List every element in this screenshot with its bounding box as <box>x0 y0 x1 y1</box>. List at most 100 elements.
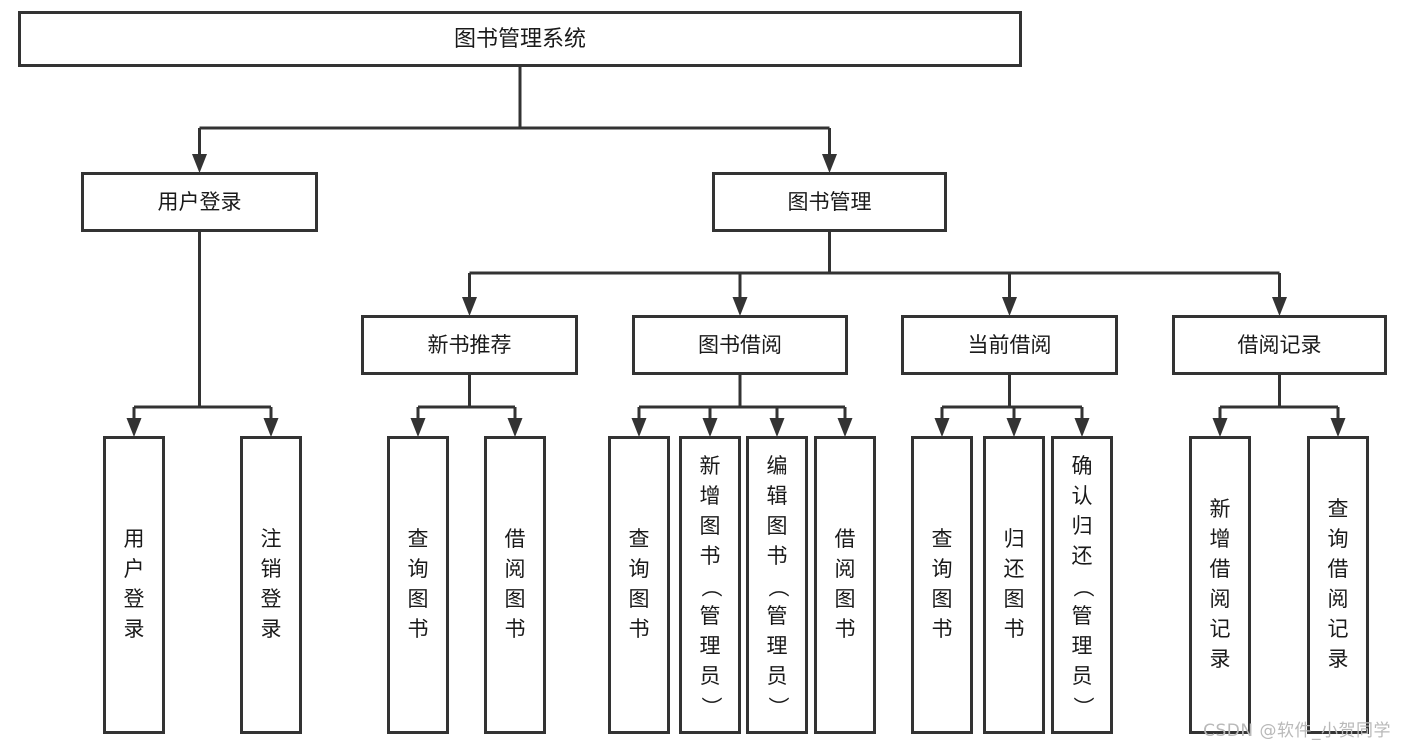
node-label: 借阅记录 <box>1238 333 1322 357</box>
arrow-head-icon <box>732 297 748 316</box>
node-box <box>484 436 546 734</box>
node-label-char: ） <box>1071 697 1095 718</box>
node-label: 图书借阅 <box>698 333 782 357</box>
arrow-head-icon <box>1330 418 1346 437</box>
node-box <box>712 172 947 232</box>
arrow-head-icon <box>631 418 647 437</box>
node-label-char: 询 <box>1328 527 1349 551</box>
arrow-head-icon <box>462 297 477 316</box>
node-label-char: 编 <box>767 454 788 478</box>
node-label-char: 注 <box>261 527 282 551</box>
tree-node-book-borrow[interactable]: 图书借阅 <box>632 315 848 375</box>
node-box <box>1051 436 1113 734</box>
node-label-char: 员 <box>1072 664 1093 688</box>
node-label: 图书管理系统 <box>454 27 586 52</box>
node-label-char: 询 <box>408 557 429 581</box>
node-box <box>632 315 848 375</box>
node-label-char: 管 <box>767 604 788 628</box>
node-label-char: 登 <box>261 587 282 611</box>
tree-node-current-borrow[interactable]: 当前借阅 <box>901 315 1118 375</box>
node-label-char: 图 <box>629 587 650 611</box>
node-label-char: 记 <box>1210 617 1231 641</box>
node-label-char: 书 <box>505 617 526 641</box>
node-box <box>911 436 973 734</box>
node-label-char: 图 <box>835 587 856 611</box>
node-box <box>746 436 808 734</box>
node-box <box>240 436 302 734</box>
arrow-head-icon <box>934 418 950 437</box>
node-label-char: ） <box>699 697 723 718</box>
tree-node-leaf-user-login[interactable]: 用户登录 <box>103 436 165 734</box>
node-label: 图书管理 <box>788 190 872 214</box>
node-label-char: 理 <box>1072 634 1093 658</box>
node-label-char: 阅 <box>505 557 526 581</box>
node-label-char: 录 <box>261 617 282 641</box>
node-label-char: 员 <box>700 664 721 688</box>
node-label-char: 登 <box>124 587 145 611</box>
node-label-char: 阅 <box>1328 587 1349 611</box>
node-label-char: 管 <box>1072 604 1093 628</box>
node-label-char: 增 <box>700 484 721 508</box>
node-label-char: （ <box>699 577 723 598</box>
node-label-char: （ <box>766 577 790 598</box>
arrow-head-icon <box>263 418 279 437</box>
node-label-char: 询 <box>629 557 650 581</box>
tree-node-borrow-record[interactable]: 借阅记录 <box>1172 315 1387 375</box>
node-label-char: 理 <box>767 634 788 658</box>
node-label-char: 确 <box>1072 454 1093 478</box>
node-label-char: 图 <box>408 587 429 611</box>
node-label-char: 阅 <box>1210 587 1231 611</box>
node-label-char: 录 <box>1210 647 1231 671</box>
node-box <box>901 315 1118 375</box>
node-box <box>983 436 1045 734</box>
node-box <box>1189 436 1251 734</box>
node-label-char: 归 <box>1004 527 1025 551</box>
node-label-char: 书 <box>932 617 953 641</box>
node-label-char: 查 <box>629 527 650 551</box>
node-box <box>814 436 876 734</box>
node-label-char: ） <box>766 697 790 718</box>
node-label-char: 新 <box>700 454 721 478</box>
node-label-char: 借 <box>1328 557 1349 581</box>
node-box <box>1307 436 1369 734</box>
tree-node-book-manage[interactable]: 图书管理 <box>712 172 947 232</box>
node-box <box>608 436 670 734</box>
node-label-char: 书 <box>700 544 721 568</box>
arrow-head-icon <box>192 154 207 173</box>
node-box <box>81 172 318 232</box>
arrow-head-icon <box>126 418 142 437</box>
node-box <box>18 11 1022 67</box>
arrow-head-icon <box>702 418 718 437</box>
tree-node-root[interactable]: 图书管理系统 <box>18 11 1022 67</box>
node-label-char: 图 <box>932 587 953 611</box>
node-label-char: 图 <box>505 587 526 611</box>
node-label-char: （ <box>1071 577 1095 598</box>
node-label-char: 书 <box>767 544 788 568</box>
node-label-char: 辑 <box>767 484 788 508</box>
tree-node-new-book-recommend[interactable]: 新书推荐 <box>361 315 578 375</box>
node-label-char: 书 <box>1004 617 1025 641</box>
node-label-char: 查 <box>1328 497 1349 521</box>
node-box <box>103 436 165 734</box>
tree-node-user-login[interactable]: 用户登录 <box>81 172 318 232</box>
node-label-char: 书 <box>408 617 429 641</box>
arrow-head-icon <box>1002 297 1017 316</box>
